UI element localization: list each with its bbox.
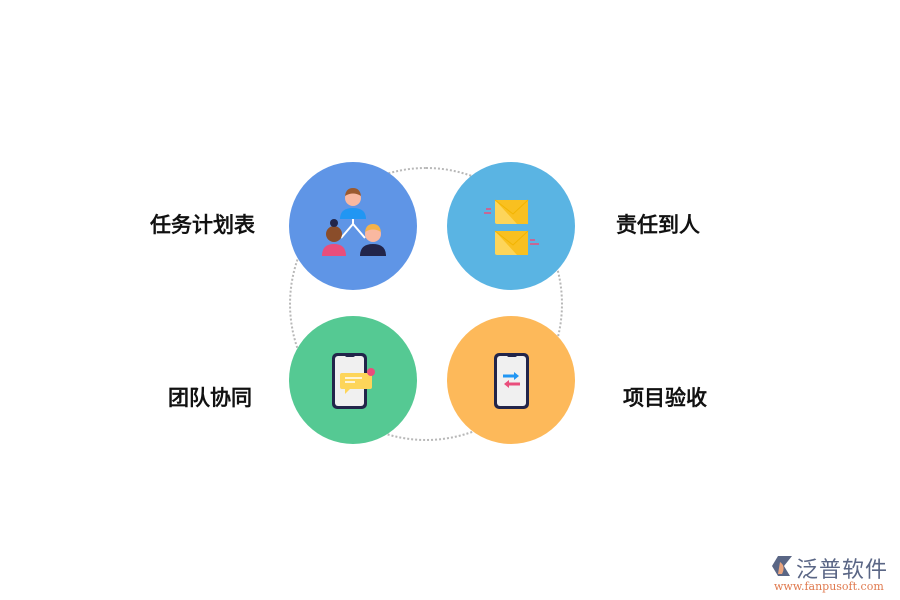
label-project-acceptance: 项目验收 [623, 386, 707, 410]
project-acceptance-circle [447, 316, 575, 444]
team-hierarchy-icon [322, 188, 386, 256]
task-plan-circle [289, 162, 417, 290]
responsibility-circle [447, 162, 575, 290]
label-responsibility: 责任到人 [616, 213, 700, 237]
label-team-collab: 团队协同 [168, 386, 252, 410]
phone-message-icon [332, 353, 375, 409]
logo-name: 泛普软件 [796, 558, 889, 583]
team-collab-circle [289, 316, 417, 444]
logo-mark-icon [772, 556, 792, 576]
label-task-plan: 任务计划表 [150, 213, 255, 237]
envelopes-icon [484, 199, 539, 255]
logo-url: www.fanpusoft.com [774, 580, 884, 593]
dotted-ring [289, 167, 563, 441]
phone-transfer-icon [494, 353, 529, 409]
